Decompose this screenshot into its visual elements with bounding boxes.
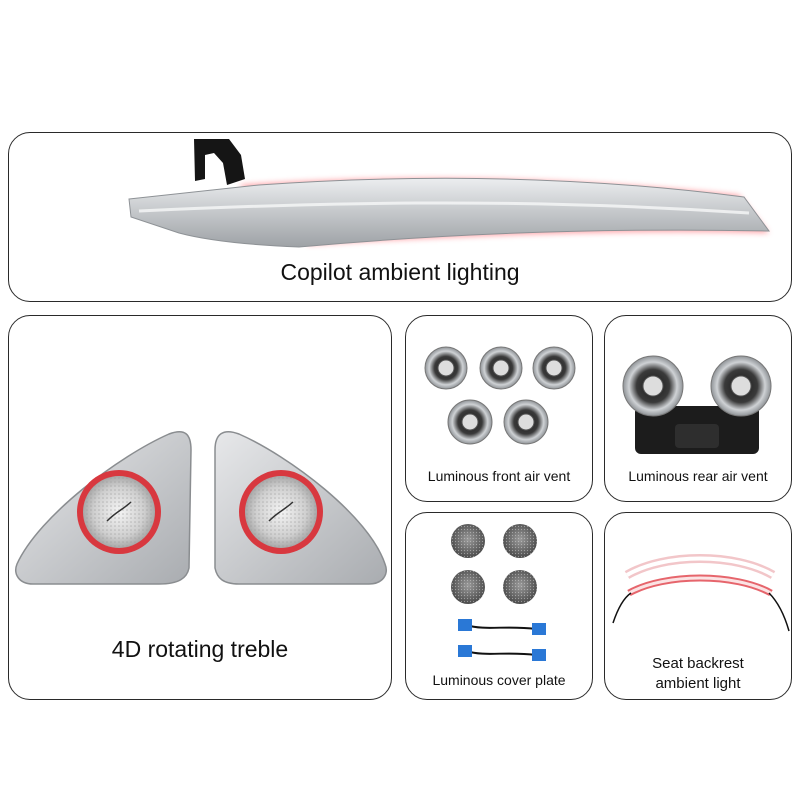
front-air-vents-image: [424, 346, 576, 445]
copilot-ambient-lighting-panel: Copilot ambient lighting: [8, 132, 792, 302]
seat-backrest-panel: Seat backrest ambient light: [604, 512, 792, 700]
rear-air-vent-label: Luminous rear air vent: [628, 468, 768, 484]
cover-plate-panel: Luminous cover plate: [405, 512, 593, 700]
seat-backrest-label-line2: ambient light: [655, 675, 741, 692]
treble-speakers-image: [15, 430, 387, 585]
treble-panel: 4D rotating treble: [8, 315, 392, 700]
front-air-vent-panel: Luminous front air vent: [405, 315, 593, 502]
copilot-trim-image: [128, 139, 771, 248]
cover-plates-image: [451, 524, 546, 661]
cover-plate-label: Luminous cover plate: [432, 672, 566, 688]
copilot-label: Copilot ambient lighting: [280, 259, 520, 285]
front-air-vent-label: Luminous front air vent: [427, 468, 571, 484]
seat-backrest-label-line1: Seat backrest: [652, 655, 744, 672]
seat-backrest-strips-image: [612, 554, 790, 632]
rear-air-vent-panel: Luminous rear air vent: [604, 315, 792, 502]
treble-label: 4D rotating treble: [111, 636, 289, 662]
rear-air-vents-image: [622, 355, 772, 454]
